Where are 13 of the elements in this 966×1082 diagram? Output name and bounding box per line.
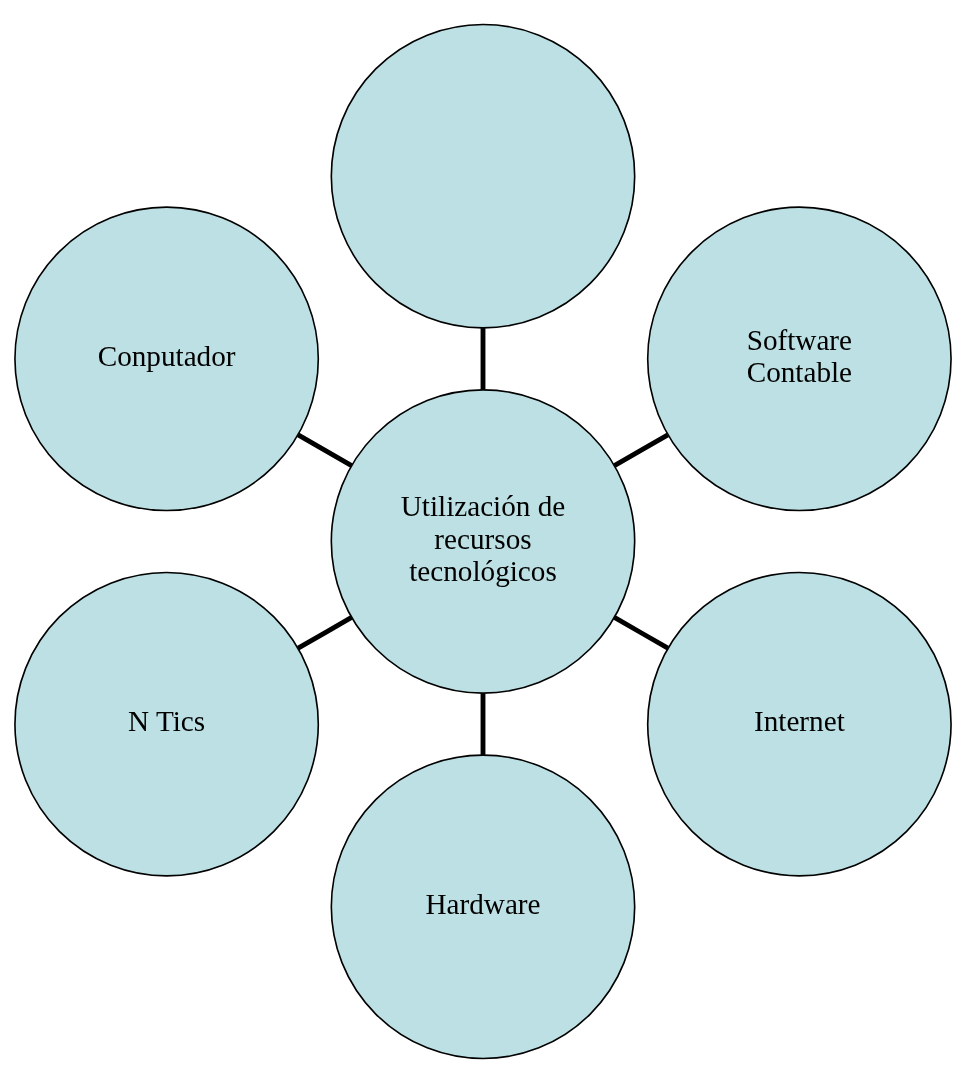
node-circle: Hardware bbox=[330, 753, 636, 1059]
node-circle bbox=[330, 23, 636, 329]
connector bbox=[480, 327, 486, 390]
node-circle: N Tics bbox=[14, 571, 320, 877]
connector bbox=[613, 614, 670, 650]
node-circle: Software Contable bbox=[646, 205, 952, 511]
connector bbox=[296, 432, 353, 468]
node-circle: Conputador bbox=[14, 205, 320, 511]
connector bbox=[296, 614, 353, 650]
connector bbox=[613, 432, 670, 468]
connector bbox=[480, 692, 486, 755]
node-circle: Utilización de recursos tecnológicos bbox=[330, 388, 636, 694]
node-circle: Internet bbox=[646, 571, 952, 877]
